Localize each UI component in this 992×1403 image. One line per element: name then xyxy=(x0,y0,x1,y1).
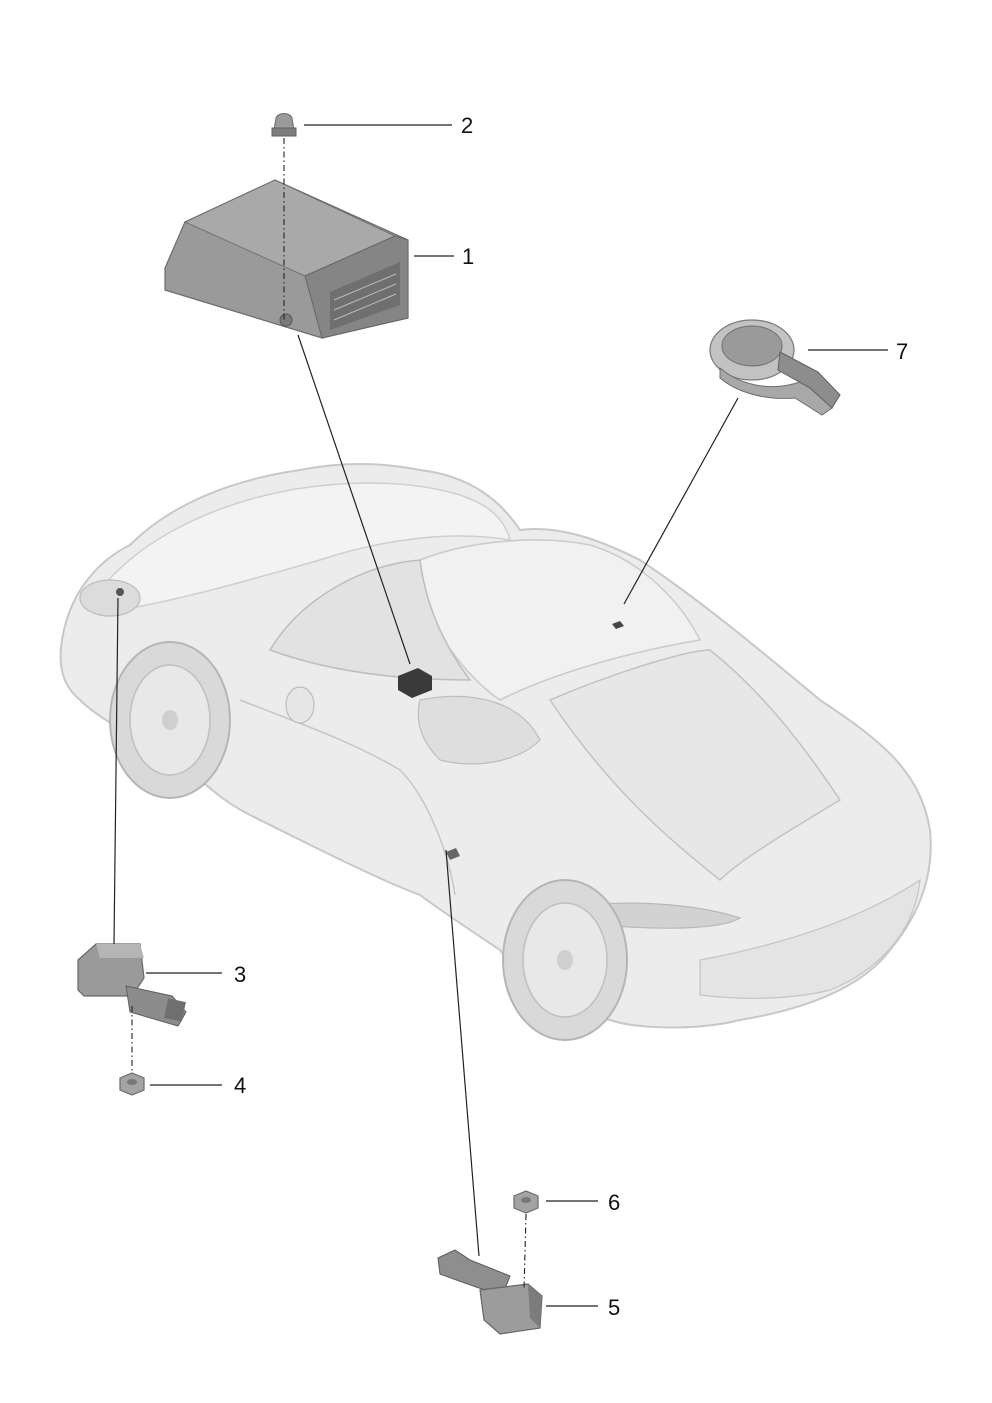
side-sensor-icon xyxy=(437,1249,543,1335)
callout-7: 7 xyxy=(896,339,908,364)
control-unit-location-marker xyxy=(398,668,432,698)
rear-wheel xyxy=(502,879,628,1041)
callout-1: 1 xyxy=(462,244,474,269)
location-line-3 xyxy=(113,597,119,945)
clock-spring-location-marker xyxy=(612,621,624,629)
location-line-1 xyxy=(297,334,411,665)
car-illustration xyxy=(59,463,932,1041)
callout-3: 3 xyxy=(234,962,246,987)
nut-icon-6 xyxy=(513,1190,539,1214)
front-sensor-location-marker xyxy=(116,588,124,596)
side-sensor-location-marker xyxy=(446,848,460,860)
callout-6: 6 xyxy=(608,1190,620,1215)
location-line-5 xyxy=(445,849,480,1257)
location-line-7 xyxy=(623,397,739,605)
assembly-line-6-5 xyxy=(523,1213,527,1291)
control-unit-icon xyxy=(164,179,409,339)
clock-spring-icon xyxy=(709,319,841,416)
screw-icon xyxy=(271,113,297,137)
callout-5: 5 xyxy=(608,1295,620,1320)
callout-4: 4 xyxy=(234,1073,246,1098)
callout-2: 2 xyxy=(461,113,473,138)
nut-icon-4 xyxy=(119,1072,145,1096)
front-wheel xyxy=(109,641,231,799)
front-sensor-icon xyxy=(77,943,187,1027)
